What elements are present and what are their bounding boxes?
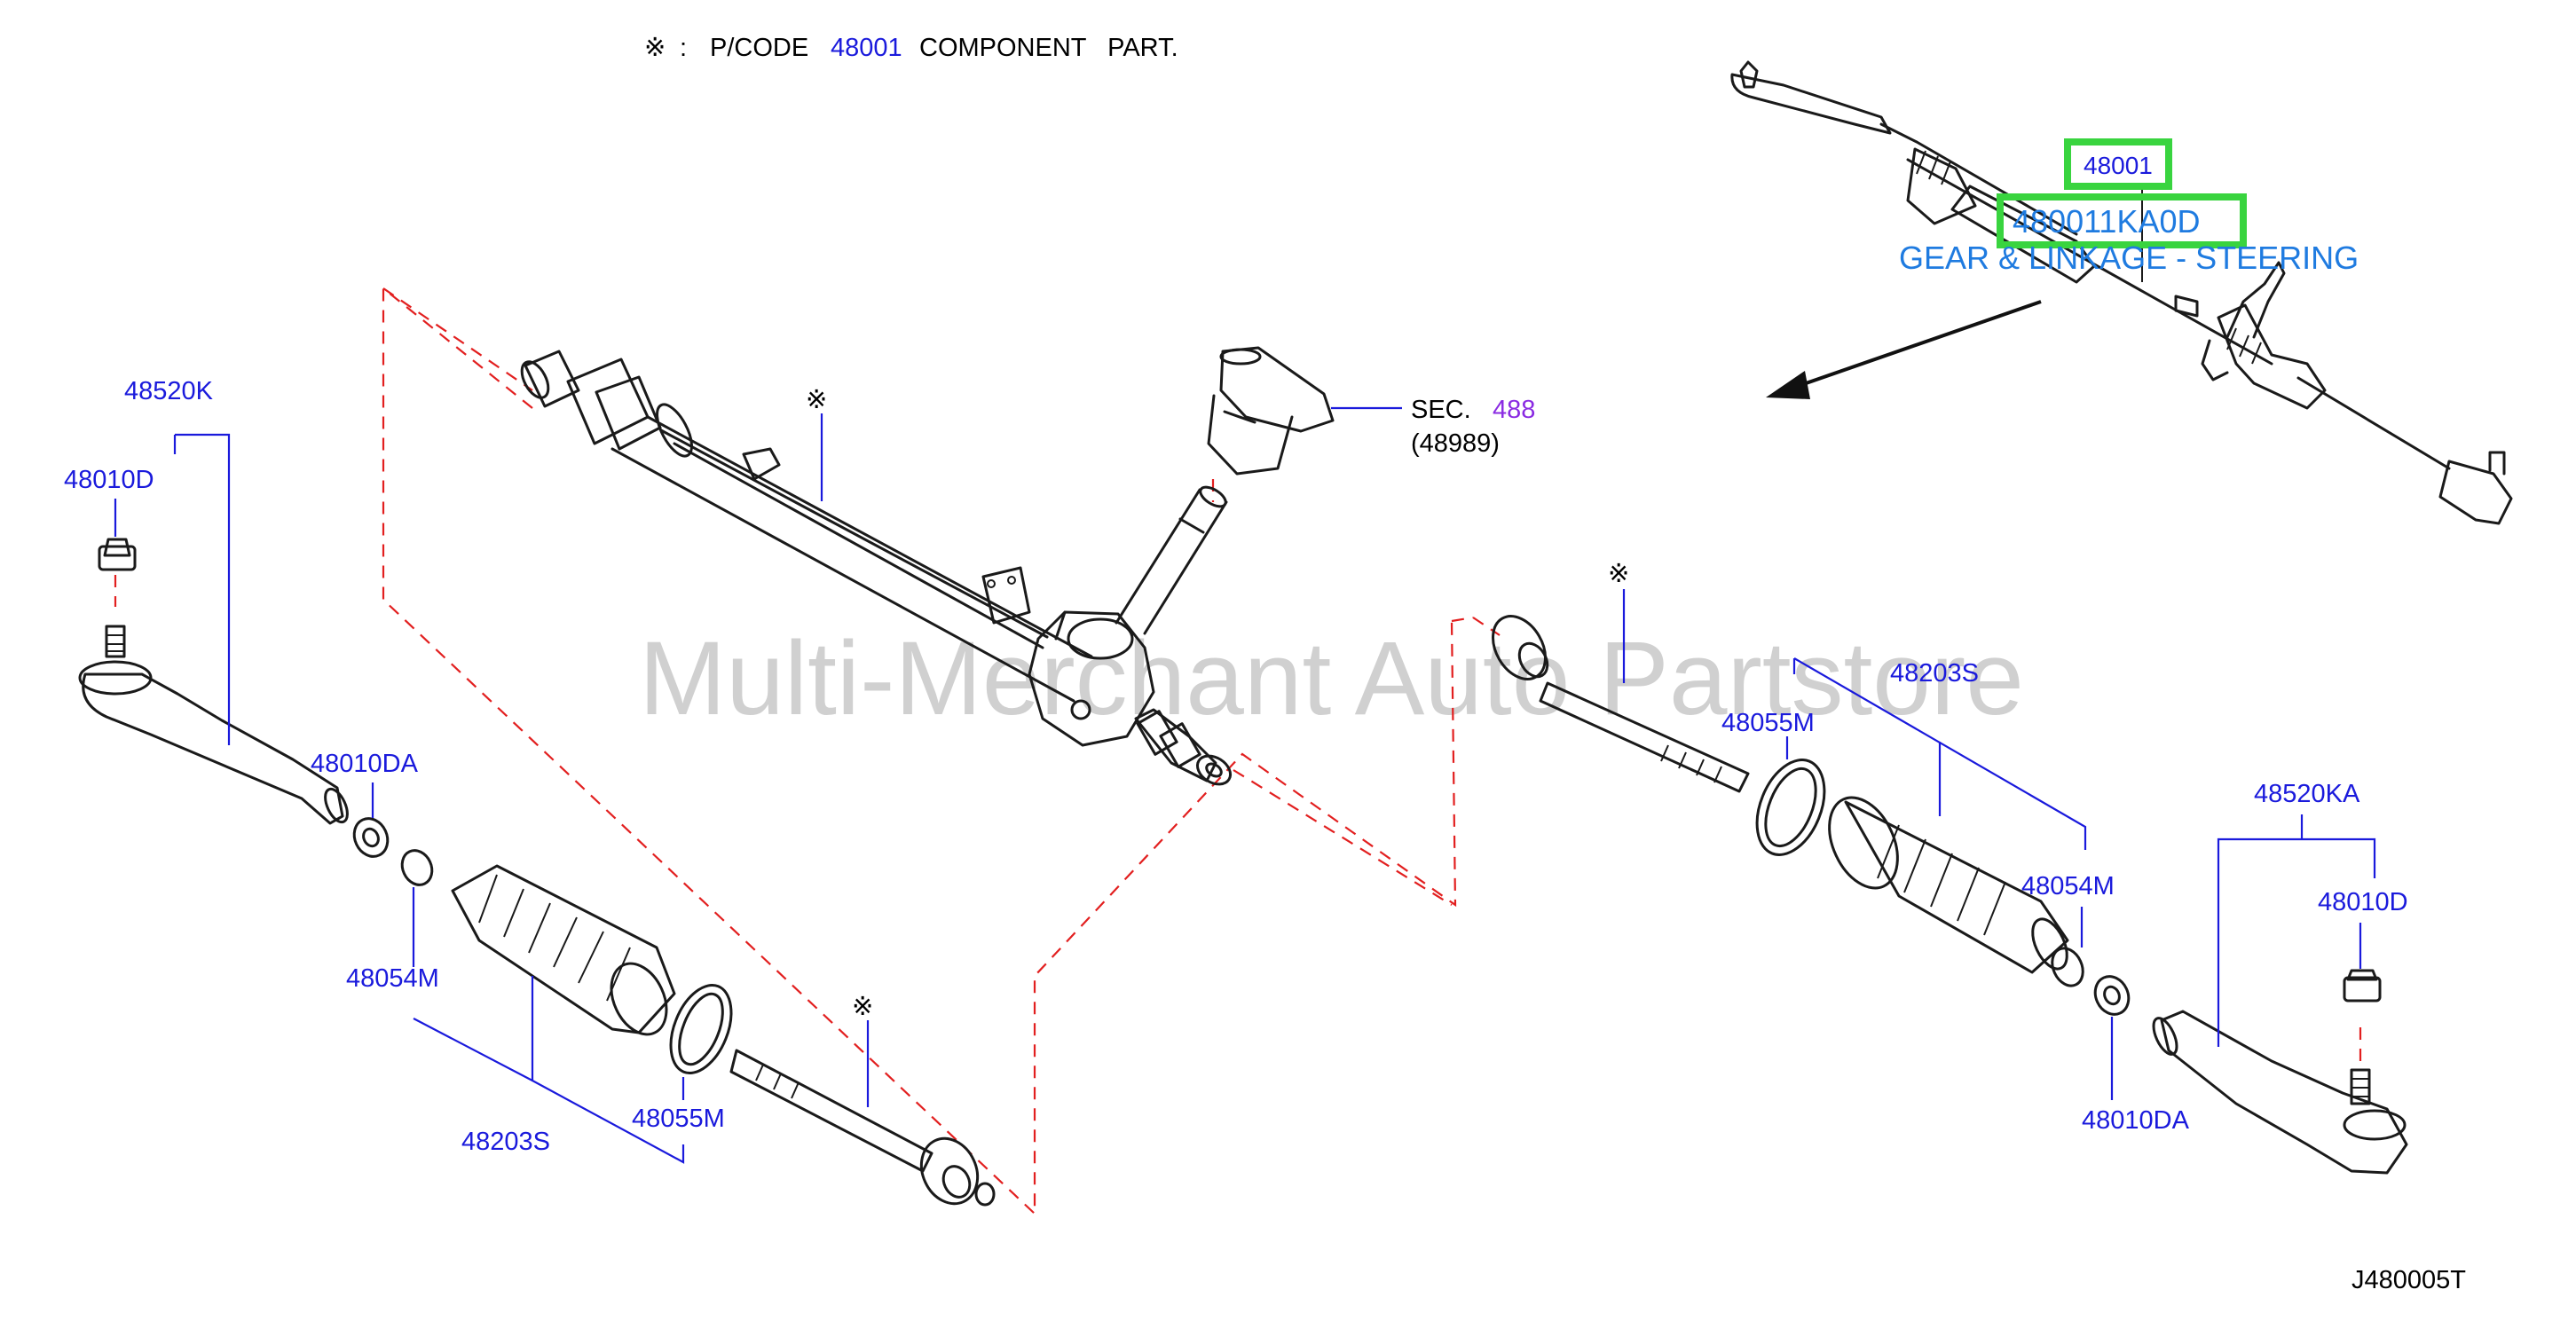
rack-outline-right-top: [1451, 616, 1474, 623]
inner-left-mark: ※: [852, 993, 873, 1021]
steering-rack-illustration: [520, 350, 1233, 786]
assembly-thumbnail: [1730, 60, 2513, 525]
left-tie-rod-end-illustration: [78, 538, 349, 825]
label-48203s-left[interactable]: 48203S: [461, 1128, 550, 1156]
label-48055m-right[interactable]: 48055M: [1721, 709, 1815, 737]
label-48010d-left[interactable]: 48010D: [64, 466, 154, 494]
watermark: Multi-Merchant Auto Partstore: [639, 620, 2024, 737]
section-ref-sec: SEC.: [1411, 396, 1471, 424]
right-boot-illustration: [1828, 796, 2069, 974]
section-ref-num[interactable]: 488: [1493, 396, 1535, 424]
full-part-highlight: [1997, 193, 2247, 248]
rack-outline-dashes: [382, 286, 1457, 1216]
label-48520ka[interactable]: 48520KA: [2254, 780, 2360, 808]
right-tie-rod-end-illustration: [2152, 969, 2408, 1175]
left-nut-48010da: [352, 817, 390, 858]
inner-right-mark: ※: [1608, 560, 1629, 588]
left-inner-tie-rod-illustration: [729, 1049, 996, 1207]
label-48520k[interactable]: 48520K: [124, 377, 214, 405]
label-48055m-left[interactable]: 48055M: [632, 1105, 725, 1133]
header-pcode-label: P/CODE: [710, 34, 808, 62]
label-48203s-right[interactable]: 48203S: [1890, 659, 1979, 688]
left-band-48055m: [669, 983, 733, 1075]
l48520ka-bracket: [2217, 837, 2376, 1047]
right-clamp-48054m: [2051, 947, 2084, 987]
right-band-48055m: [1755, 759, 1826, 856]
assembly-part-no[interactable]: 48001: [2084, 152, 2153, 179]
label-48010da-right[interactable]: 48010DA: [2082, 1106, 2190, 1135]
part-number-highlight: [2064, 138, 2172, 190]
rack-outline-right-lower: [1233, 769, 1453, 906]
l48520k-leader: [175, 433, 231, 745]
column-seal-illustration: [1207, 346, 1335, 476]
header-component-text: COMPONENT PART.: [919, 34, 1178, 62]
right-nut-48010da: [2093, 975, 2131, 1016]
label-48010da-left[interactable]: 48010DA: [311, 750, 419, 778]
right-inner-tie-rod-illustration: [1492, 615, 1750, 793]
assembly-full-part[interactable]: 480011KA0D: [2013, 203, 2201, 240]
label-48054m-left[interactable]: 48054M: [346, 964, 439, 993]
label-48054m-right[interactable]: 48054M: [2021, 872, 2115, 900]
left-clamp-48054m: [400, 849, 434, 886]
diagram-code: J480005T: [2351, 1266, 2466, 1294]
label-48010d-right[interactable]: 48010D: [2318, 888, 2408, 916]
l48203s-right-bracket: [1793, 657, 2087, 850]
left-boot-illustration: [451, 864, 676, 1036]
header-legend: ※ : P/CODE 48001 COMPONENT PART.: [644, 34, 1178, 62]
l48203s-left-bracket: [413, 1018, 685, 1164]
rack-component-mark: ※: [806, 386, 827, 414]
arrow-to-exploded-view: [1766, 300, 2042, 399]
rack-outline-top: [382, 287, 533, 391]
section-ref-sub: (48989): [1411, 429, 1500, 458]
header-pcode-value[interactable]: 48001: [831, 34, 902, 62]
rack-outline-right-stub: [1472, 617, 1501, 636]
header-mark: ※: [644, 34, 666, 62]
header-colon: :: [680, 34, 687, 62]
assembly-name[interactable]: GEAR & LINKAGE - STEERING: [1899, 240, 2359, 276]
